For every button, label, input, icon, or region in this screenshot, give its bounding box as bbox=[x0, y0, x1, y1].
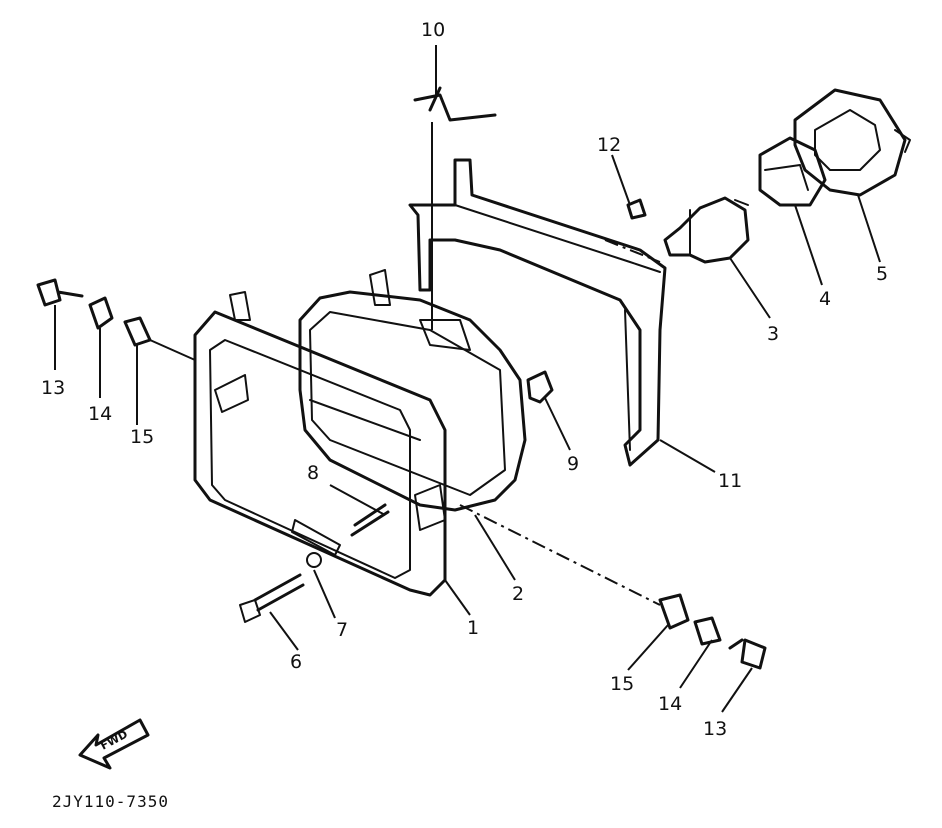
grommet bbox=[626, 198, 647, 220]
callout-1: 1 bbox=[467, 617, 479, 639]
dust-cover bbox=[793, 88, 911, 197]
leader-lines bbox=[54, 45, 881, 713]
callout-15-right: 15 bbox=[610, 673, 634, 695]
callout-13-left: 13 bbox=[41, 377, 65, 399]
headlight-bracket bbox=[408, 158, 667, 467]
callout-10: 10 bbox=[421, 19, 445, 41]
right-mount-set bbox=[658, 593, 767, 670]
callout-12: 12 bbox=[597, 134, 621, 156]
callout-numbers: 10 12 3 4 5 13 14 15 9 11 8 2 1 7 6 15 1… bbox=[41, 19, 888, 740]
callout-6: 6 bbox=[290, 651, 302, 673]
callout-13-right: 13 bbox=[703, 718, 727, 740]
callout-8: 8 bbox=[307, 462, 319, 484]
drawing-code: 2JY110-7350 bbox=[52, 792, 169, 811]
callout-7: 7 bbox=[336, 619, 348, 641]
callout-3: 3 bbox=[767, 323, 779, 345]
nut bbox=[306, 552, 322, 568]
callout-14-right: 14 bbox=[658, 693, 682, 715]
spring bbox=[350, 503, 390, 537]
adjusting-screw bbox=[239, 573, 305, 623]
clip bbox=[526, 370, 554, 404]
forward-label: FWD bbox=[98, 728, 130, 753]
forward-arrow-icon: FWD bbox=[78, 718, 150, 770]
callout-15-left: 15 bbox=[130, 426, 154, 448]
headlight-unit bbox=[298, 269, 527, 512]
callout-4: 4 bbox=[819, 288, 831, 310]
callout-11: 11 bbox=[718, 470, 742, 492]
bulb bbox=[663, 196, 750, 264]
callout-2: 2 bbox=[512, 583, 524, 605]
callout-5: 5 bbox=[876, 263, 888, 285]
headlight-rim bbox=[193, 291, 447, 597]
callout-14-left: 14 bbox=[88, 403, 112, 425]
callout-9: 9 bbox=[567, 453, 579, 475]
cotter-pin bbox=[413, 86, 497, 122]
